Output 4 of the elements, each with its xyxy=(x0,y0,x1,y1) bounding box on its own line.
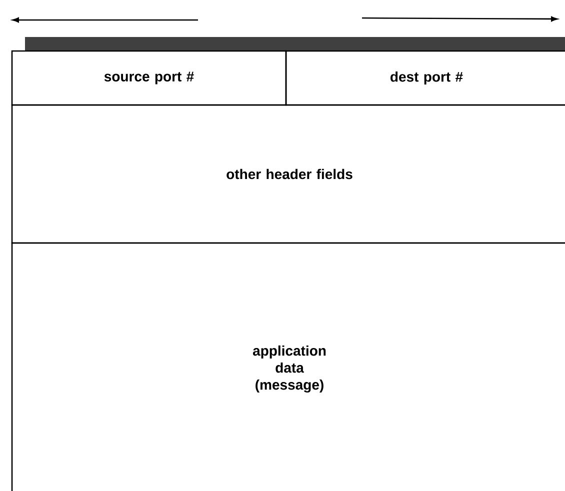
field-box: source port # xyxy=(11,50,287,106)
field-box: application data (message) xyxy=(11,242,565,491)
field-box: dest port # xyxy=(285,50,565,106)
field-box: other header fields xyxy=(11,104,565,244)
